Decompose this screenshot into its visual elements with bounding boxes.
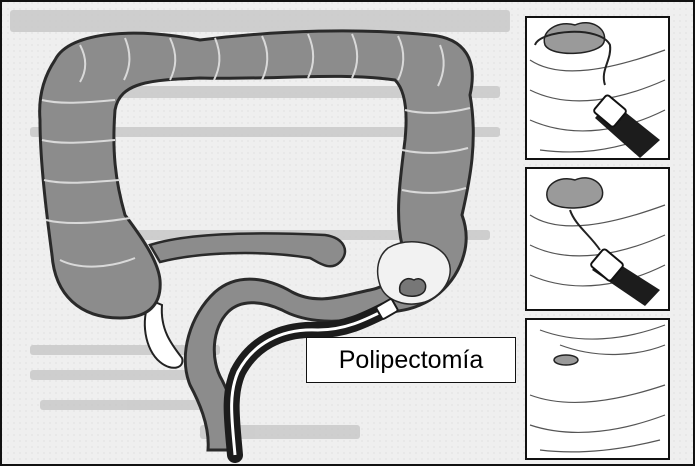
panel2-polyp	[547, 178, 603, 208]
colon-polyp	[400, 279, 426, 297]
panel-polyp-removed	[526, 319, 669, 459]
panel1-polyp	[544, 23, 604, 54]
polypectomy-label-text: Polipectomía	[339, 346, 484, 375]
panel3-resection-site	[554, 355, 578, 365]
polypectomy-label: Polipectomía	[306, 337, 516, 383]
panel-snare-tightened	[526, 168, 669, 310]
panel-snare-around-polyp	[526, 17, 669, 159]
